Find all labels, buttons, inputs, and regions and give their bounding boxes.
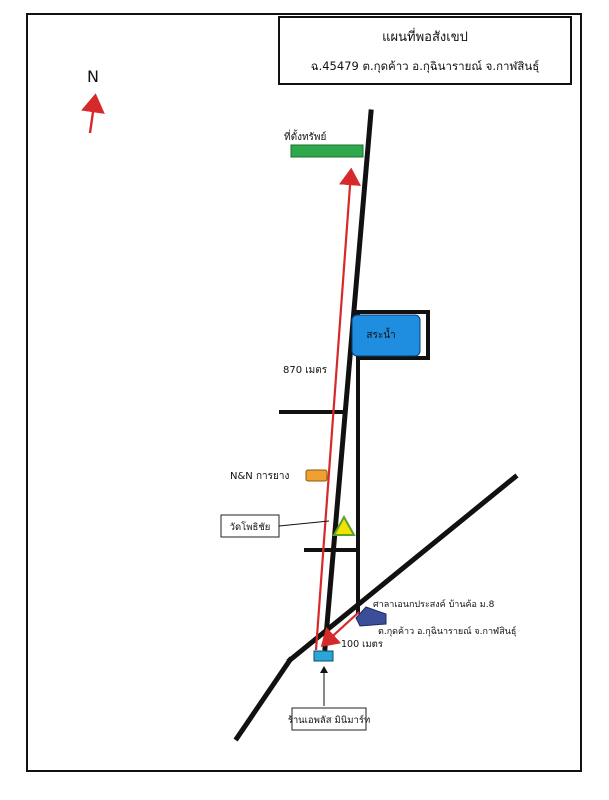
main-road [322,109,374,651]
map-title: แผนที่พอสังเขป [382,28,468,45]
minimart-label-box [291,707,367,731]
route-line-short [320,611,360,647]
distance-short-label: 100 เมตร [341,639,383,650]
highway-road-west [233,656,294,742]
shrine-marker [355,606,387,627]
temple-marker [332,514,356,536]
land-label: ที่ตั้งทรัพย์ [284,129,326,143]
distance-long-label: 870 เมตร [283,365,328,376]
shrine-address: ต.กุดค้าว อ.กุฉินารายณ์ จ.กาฬสินธุ์ [378,625,516,637]
temple-pointer [278,520,330,527]
shrine-label: ศาลาเอนกประสงค์ บ้านค้อ ม.8 [373,598,495,610]
pond-marker [351,314,421,357]
map-frame [26,13,582,772]
title-box [278,16,572,85]
nn-shop-label: N&N การยาง [230,471,289,482]
route-line-long [314,167,362,651]
north-arrow-icon [81,93,105,134]
minimart-marker [313,650,334,662]
nn-shop-marker [305,469,328,482]
land-marker [290,144,364,158]
minimart-label: ร้านเอพลัส มินิมาร์ท [288,714,371,726]
pond-label: สระน้ำ [366,327,395,341]
temple-label: วัดโพธิชัย [230,521,271,533]
north-label: N [87,67,99,86]
map-subtitle: ฉ.45479 ต.กุดค้าว อ.กุฉินารายณ์ จ.กาฬสิน… [311,59,540,73]
